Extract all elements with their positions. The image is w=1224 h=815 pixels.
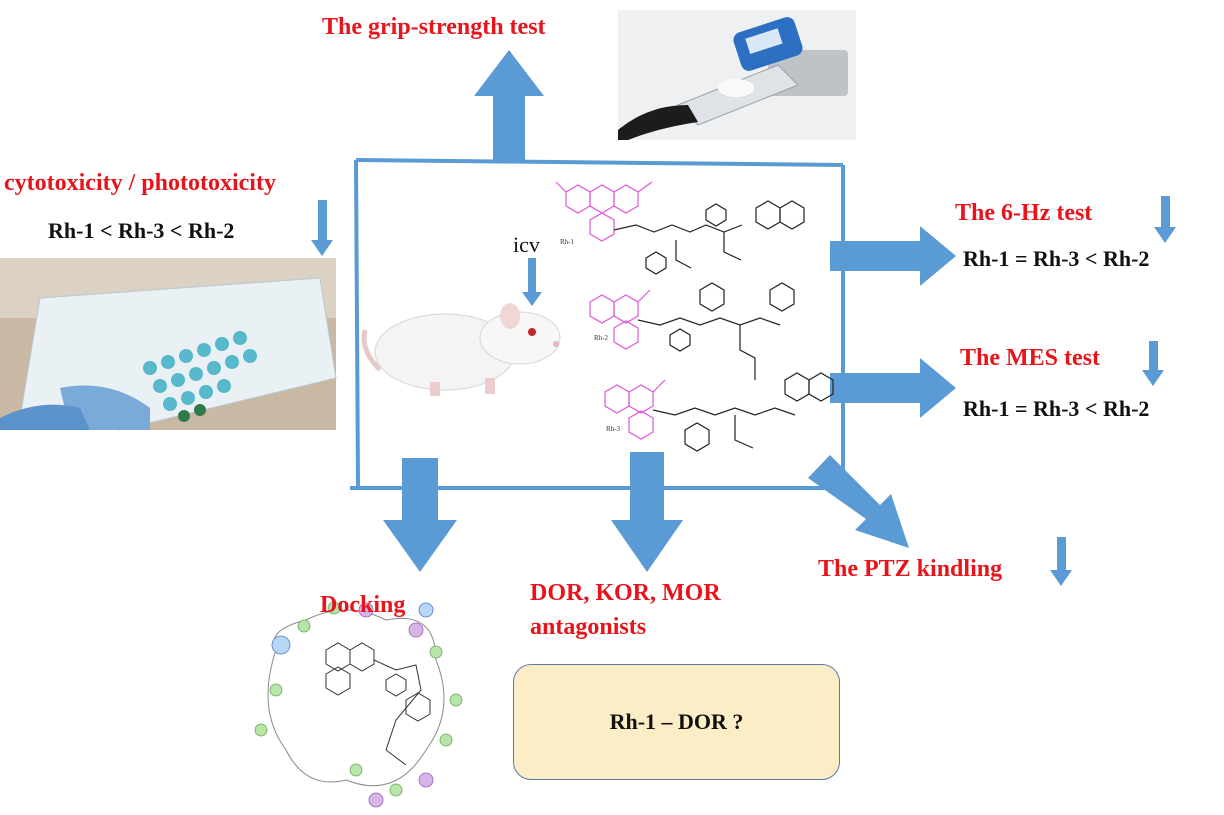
frame-top: [355, 158, 844, 167]
label-6hz-test: The 6-Hz test: [955, 200, 1093, 226]
arrow-down-antagonists: [611, 452, 683, 572]
label-ptz-kindling: The PTZ kindling: [818, 556, 1003, 582]
label-antagonists-line1: DOR, KOR, MOR: [530, 580, 721, 606]
small-arrow-mes: [1142, 341, 1164, 386]
compound-label-rh1: Rh-1: [560, 238, 574, 246]
cell-plate-photo: [0, 258, 337, 431]
compound-label-rh3: Rh-3: [606, 425, 620, 433]
label-docking: Docking: [320, 592, 406, 618]
small-arrow-cyto: [311, 200, 333, 256]
structure-rh3: [604, 372, 834, 452]
eq-cytotoxicity: Rh-1 < Rh-3 < Rh-2: [48, 218, 235, 243]
structure-rh2: [589, 282, 795, 380]
arrow-diagonal-ptz: [808, 455, 909, 548]
small-arrow-icv: [522, 258, 542, 306]
arrow-right-mes: [830, 358, 956, 418]
arrow-right-6hz: [830, 226, 956, 286]
label-icv: icv: [513, 232, 540, 257]
eq-mes: Rh-1 = Rh-3 < Rh-2: [963, 396, 1150, 421]
eq-6hz: Rh-1 = Rh-3 < Rh-2: [963, 246, 1150, 271]
arrow-down-docking: [383, 458, 457, 572]
label-cytotoxicity: cytotoxicity / phototoxicity: [4, 170, 276, 196]
small-arrow-6hz: [1154, 196, 1176, 243]
label-antagonists-line2: antagonists: [530, 614, 647, 640]
grip-strength-photo: [618, 10, 856, 140]
label-grip-strength: The grip-strength test: [322, 14, 546, 40]
docking-diagram: [254, 601, 463, 808]
small-arrow-ptz: [1050, 537, 1072, 586]
compound-label-rh2: Rh-2: [594, 334, 608, 342]
label-mes-test: The MES test: [960, 345, 1100, 371]
structure-rh1: [555, 181, 805, 275]
frame-left: [354, 159, 360, 487]
result-box: Rh-1 – DOR ?: [513, 664, 840, 780]
arrow-up-grip: [474, 50, 544, 162]
rat-illustration: [361, 303, 561, 396]
result-text: Rh-1 – DOR ?: [609, 709, 744, 734]
